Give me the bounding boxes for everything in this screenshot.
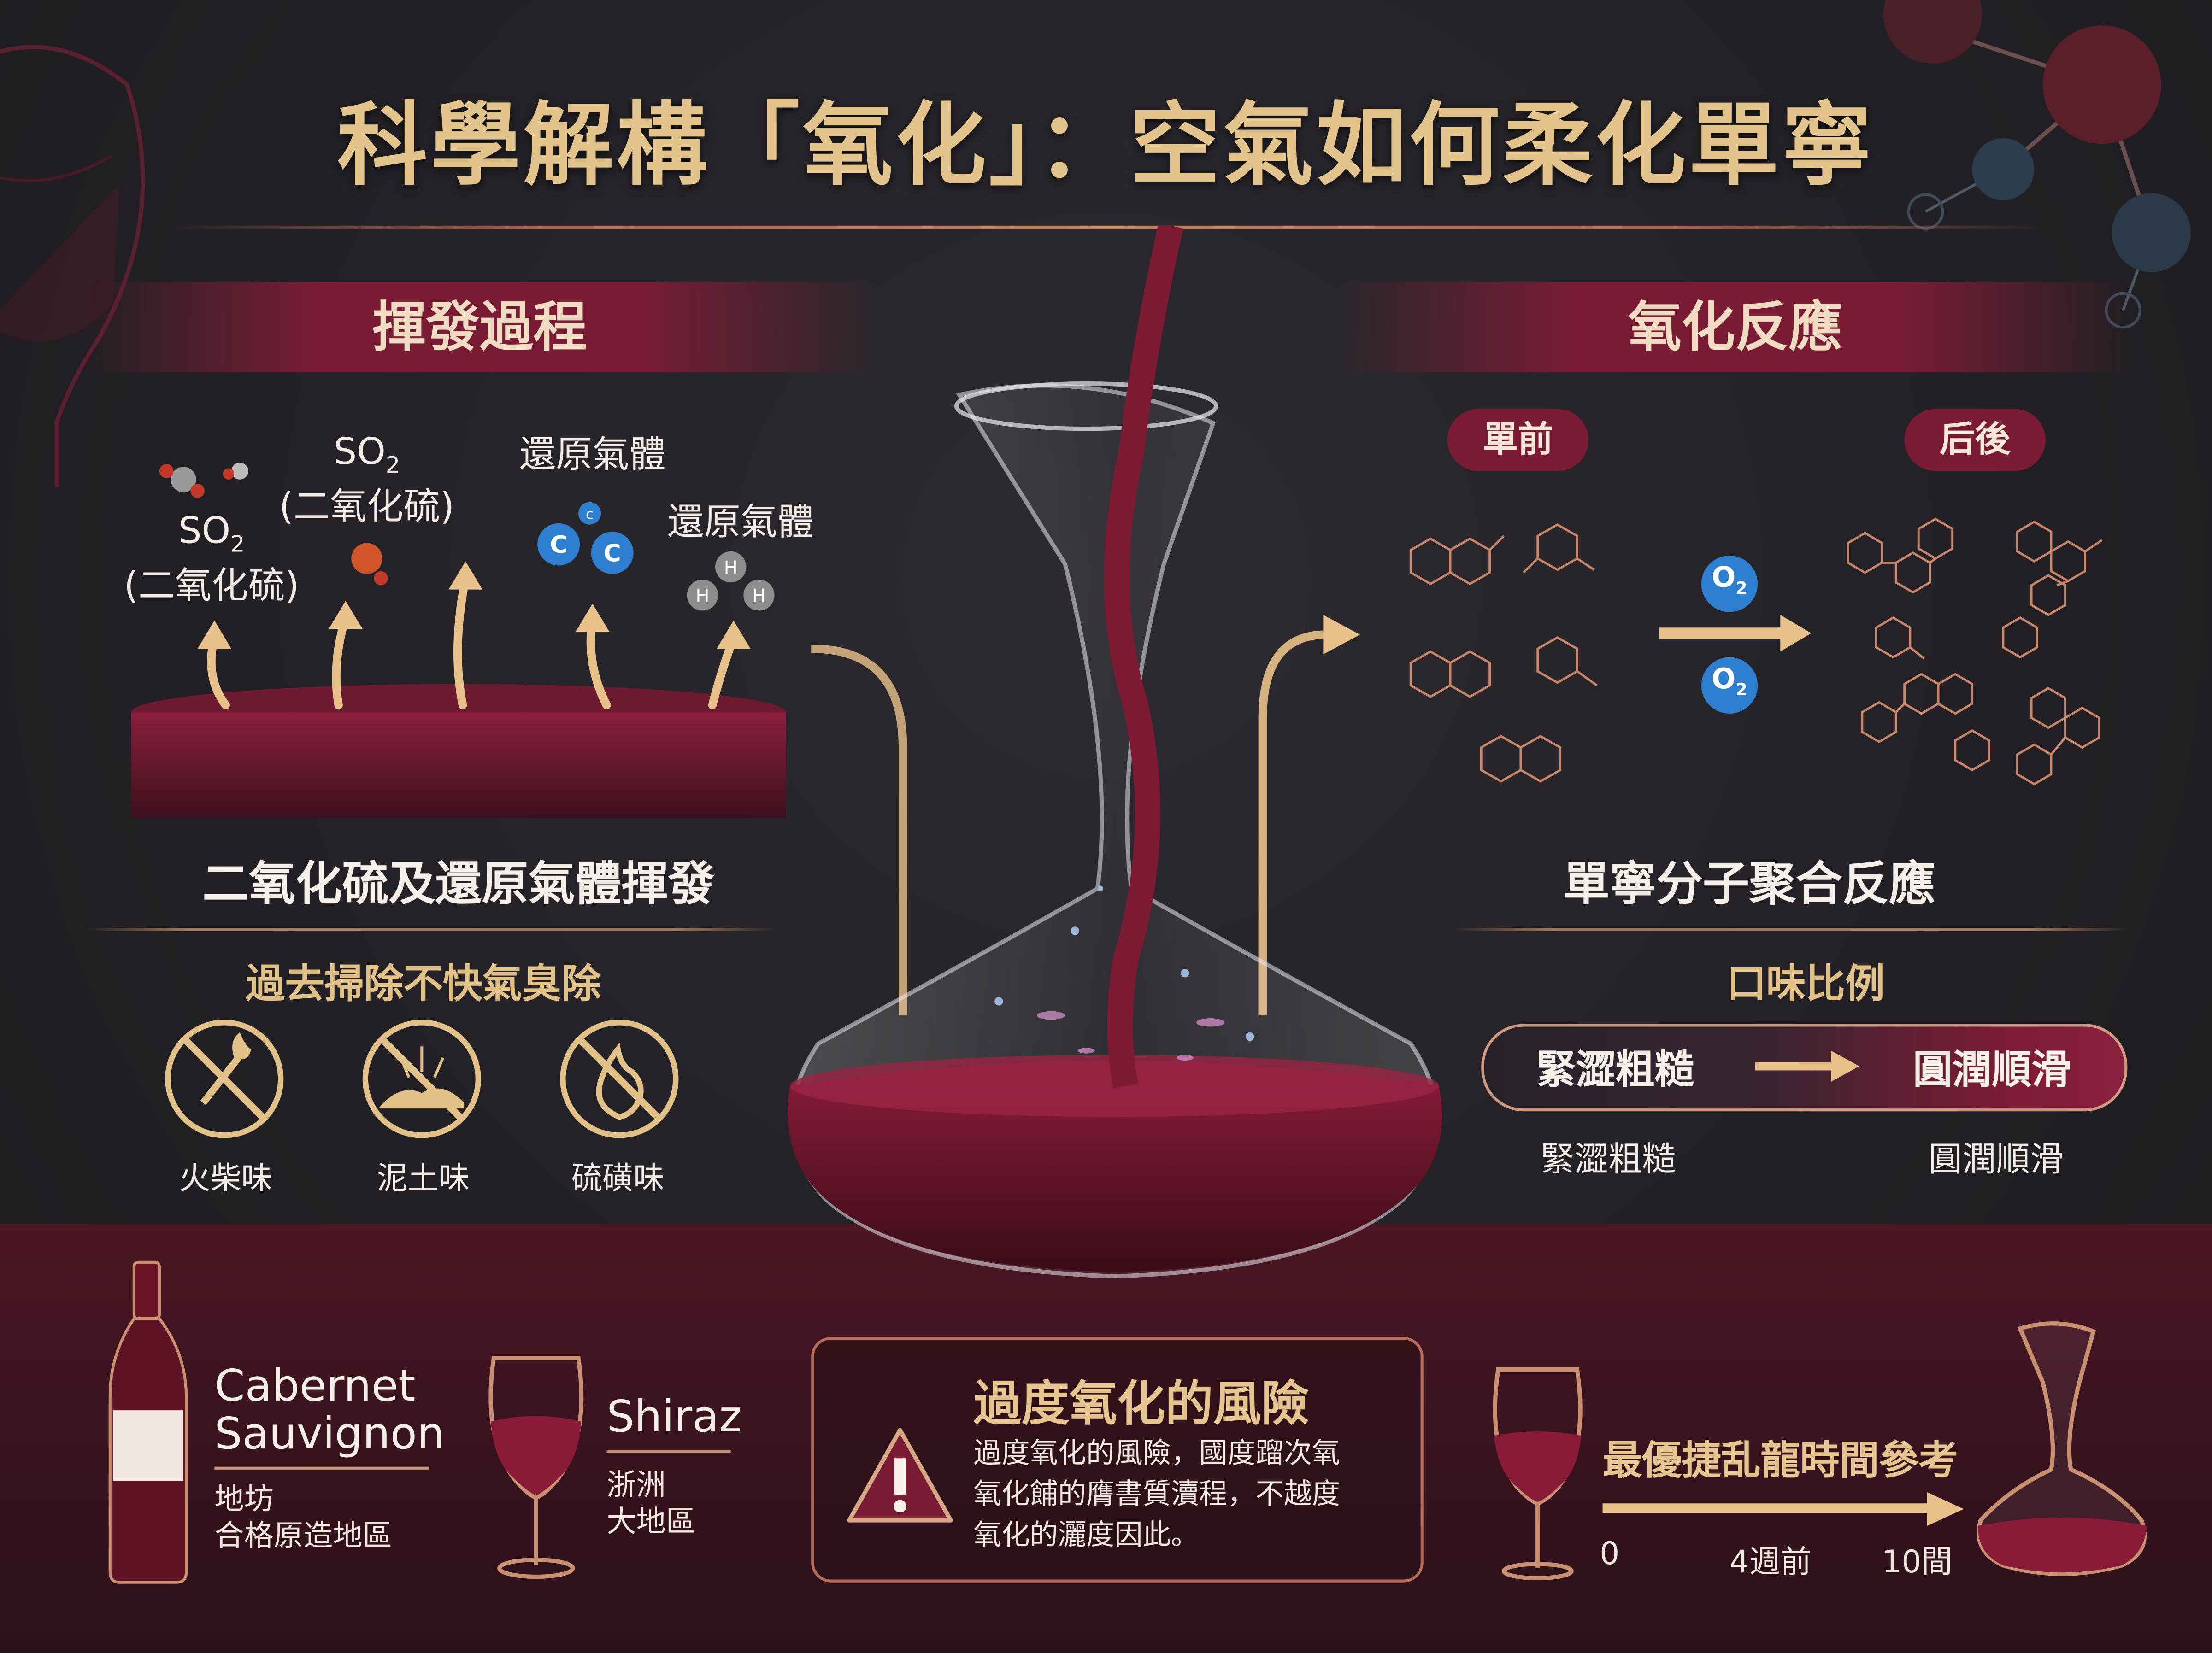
evaporation-banner-label: 揮發過程 <box>372 296 587 358</box>
flow-arrows-icon <box>811 615 1360 1016</box>
page-title: 科學解構「氧化」：空氣如何柔化單寧 <box>337 94 1875 199</box>
taste-scale-from: 緊澀粗糙 <box>1536 1046 1694 1093</box>
reducing-gas-label-b: 還原氣體 <box>667 502 814 545</box>
earth-icon <box>362 1020 481 1138</box>
left-divider <box>84 928 776 931</box>
tannin-molecules-before-icon <box>1409 523 1598 783</box>
oxidation-banner: 氧化反應 <box>1340 282 2130 373</box>
odor-label-earth: 泥土味 <box>377 1162 470 1197</box>
so2-formula-b: SO <box>333 431 386 474</box>
hydrogen-atom-a: H <box>696 586 710 607</box>
carbon-atom-small: c <box>586 507 594 523</box>
risk-text-line1: 過度氧化的風險，國度蹓次氧 <box>973 1436 1341 1470</box>
so2-subscript-b: 2 <box>385 451 400 479</box>
timeline-arrow-icon <box>1602 1492 1964 1526</box>
title-divider <box>169 225 2046 229</box>
shiraz-region: 浙洲 大地區 <box>606 1467 695 1540</box>
risk-text: 過度氧化的風險，國度蹓次氧 氧化餔的膺書質瀆程，不越度 氧化的灑度因此。 <box>973 1433 1340 1555</box>
tannin-polymer-after-icon <box>1847 517 2103 785</box>
odor-subheading: 過去掃除不快氣臭除 <box>245 960 601 1007</box>
timeline-tick-1: 4週前 <box>1730 1546 1812 1581</box>
timeline-title: 最優捷乱龍時間參考 <box>1602 1437 1958 1484</box>
taste-under-from: 緊澀粗糙 <box>1540 1139 1676 1179</box>
gas-molecules-icon: C C c H H H <box>159 463 775 611</box>
hydrogen-atom-b: H <box>724 557 738 579</box>
shiraz-divider <box>606 1449 731 1453</box>
risk-title: 過度氧化的風險 <box>973 1376 1309 1433</box>
o2-sub-b: 2 <box>1735 680 1747 700</box>
wine-glass-icon <box>488 1356 584 1579</box>
odor-label-sulfur: 硫磺味 <box>571 1162 665 1197</box>
carbon-atom-a: C <box>550 531 567 559</box>
polymerization-caption: 單寧分子聚合反應 <box>1563 856 1936 911</box>
so2-formula-a: SO <box>178 510 231 553</box>
molecule-decoration-icon <box>1883 0 2191 329</box>
taste-under-to: 圓潤順滑 <box>1928 1139 2064 1179</box>
timeline-tick-0: 0 <box>1600 1537 1620 1573</box>
cabernet-region: 地坊 合格原造地區 <box>214 1481 392 1554</box>
decanter-icon <box>788 225 1442 1278</box>
cabernet-region-line2: 合格原造地區 <box>214 1518 393 1553</box>
match-icon <box>165 1020 284 1138</box>
cabernet-region-line1: 地坊 <box>214 1482 274 1516</box>
oxygen-arrow-icon <box>1659 556 1812 714</box>
cabernet-name-line1: Cabernet <box>214 1361 416 1412</box>
taste-scale-to: 圓潤順滑 <box>1912 1046 2071 1093</box>
o2-sub-a: 2 <box>1735 578 1747 598</box>
oxidation-banner-label: 氧化反應 <box>1628 296 1842 358</box>
shiraz-region-line1: 浙洲 <box>606 1468 666 1502</box>
so2-name-a: (二氧化硫) <box>124 566 300 608</box>
wine-bottle-icon <box>108 1260 188 1584</box>
evaporation-caption: 二氧化硫及還原氣體揮發 <box>202 856 715 911</box>
after-badge: 后後 <box>1904 409 2046 471</box>
hydrogen-atom-c: H <box>752 586 766 607</box>
evaporation-banner: 揮發過程 <box>84 282 875 373</box>
so2-label-a: SO2 (二氧化硫) <box>113 510 311 608</box>
cabernet-name-line2: Sauvignon <box>214 1409 445 1460</box>
o2-formula-a: O <box>1712 560 1736 594</box>
risk-text-line2: 氧化餔的膺書質瀆程，不越度 <box>973 1477 1341 1511</box>
shiraz-region-line2: 大地區 <box>606 1505 696 1539</box>
so2-subscript-a: 2 <box>230 530 245 557</box>
odor-label-match: 火柴味 <box>179 1162 272 1197</box>
reducing-gas-label-a: 還原氣體 <box>519 434 666 477</box>
wine-surface-evaporation-icon <box>131 561 786 818</box>
timeline-glass-icon <box>1493 1367 1583 1581</box>
taste-subheading: 口味比例 <box>1726 960 1885 1007</box>
o2-label-b: O2 <box>1701 662 1758 700</box>
sulfur-flame-icon <box>560 1020 679 1138</box>
right-divider <box>1453 928 2130 931</box>
so2-label-b: SO2 (二氧化硫) <box>268 432 466 529</box>
so2-name-b: (二氧化硫) <box>279 487 455 529</box>
o2-label-a: O2 <box>1701 560 1758 598</box>
taste-arrow-icon <box>1755 1050 1859 1082</box>
cabernet-name: Cabernet Sauvignon <box>214 1362 445 1458</box>
carbon-atom-b: C <box>603 539 621 567</box>
before-badge: 單前 <box>1447 409 1588 471</box>
warning-icon <box>847 1428 953 1523</box>
risk-text-line3: 氧化的灑度因此。 <box>973 1517 1200 1552</box>
o2-formula-b: O <box>1712 661 1736 696</box>
timeline-tick-2: 10間 <box>1882 1546 1953 1581</box>
shiraz-name: Shiraz <box>606 1392 742 1443</box>
cabernet-divider <box>214 1466 429 1470</box>
small-decanter-icon <box>1977 1321 2147 1576</box>
